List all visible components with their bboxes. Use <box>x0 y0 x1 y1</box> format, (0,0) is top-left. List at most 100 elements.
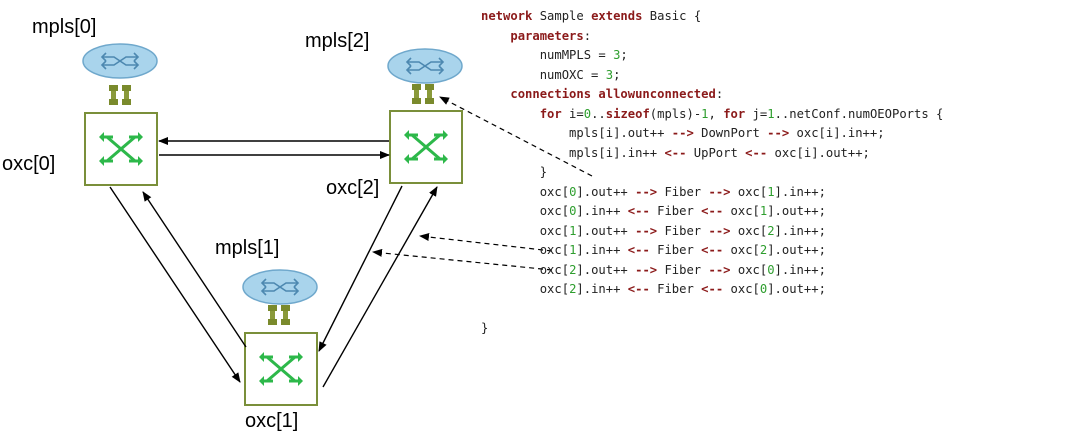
code-line: network Sample extends Basic { <box>481 7 943 27</box>
label-oxc-2: oxc[2] <box>326 177 379 199</box>
code-token: ].in++ <box>576 282 628 296</box>
code-token-num: 0 <box>569 184 577 199</box>
code-token-op: --> <box>708 262 731 277</box>
code-token: Fiber <box>657 223 709 238</box>
code-token <box>481 302 510 316</box>
code-token-op: <-- <box>701 204 724 218</box>
code-token: ; <box>613 67 621 82</box>
code-token: Fiber <box>657 262 709 277</box>
code-token-num: 2 <box>767 223 775 238</box>
code-token-op: --> <box>671 126 694 140</box>
code-token-op: <-- <box>664 145 687 160</box>
node-oxc-1 <box>243 331 319 407</box>
code-token-op: <-- <box>701 243 724 257</box>
code-token-op: <-- <box>745 145 768 160</box>
code-line: for i=0..sizeof(mpls)-1, for j=1..netCon… <box>481 105 944 125</box>
fiber-link-oxc0-to-oxc1 <box>109 186 241 383</box>
code-token: oxc[ <box>730 223 768 238</box>
code-line: oxc[0].out++ --> Fiber --> oxc[1].in++; <box>481 183 943 203</box>
code-token-kw: for <box>723 106 746 121</box>
code-token: : <box>583 28 592 43</box>
code-token-kw: for <box>539 106 562 121</box>
code-token: ].out++ <box>576 223 636 238</box>
code-line: numOXC = 3; <box>481 66 943 86</box>
code-token: Fiber <box>657 184 709 199</box>
code-token-num: 2 <box>759 243 768 257</box>
code-token: mpls[i].out++ <box>481 126 672 140</box>
code-line: connections allowunconnected: <box>481 85 943 105</box>
code-token-num: 1 <box>767 184 775 199</box>
code-token: oxc[ <box>481 184 570 199</box>
code-line: oxc[1].in++ <-- Fiber <-- oxc[2].out++; <box>481 241 943 261</box>
code-line: mpls[i].out++ --> DownPort --> oxc[i].in… <box>481 124 943 144</box>
code-token-num: 1 <box>759 204 768 218</box>
code-token <box>481 107 540 121</box>
code-token: ; <box>620 48 628 62</box>
code-token: numOXC = <box>481 67 606 82</box>
code-token: Sample <box>532 9 592 23</box>
code-token-num: 0 <box>569 204 577 218</box>
code-token <box>481 29 510 43</box>
code-token: (mpls)- <box>649 106 702 121</box>
code-token: oxc[ <box>723 243 760 257</box>
code-token-num: 2 <box>569 262 577 277</box>
node-oxc-2 <box>388 109 464 185</box>
code-token: ].in++; <box>774 262 826 277</box>
node-mpls-0 <box>82 43 158 79</box>
code-token: UpPort <box>686 145 746 160</box>
code-token: i= <box>561 106 584 121</box>
code-token-num: 1 <box>569 243 577 257</box>
code-token: oxc[ <box>481 282 570 296</box>
code-token-kw: connections allowunconnected <box>510 87 716 101</box>
code-token: oxc[ <box>723 204 760 218</box>
code-token: ].out++ <box>576 184 636 199</box>
router-icon <box>387 48 463 84</box>
code-token-op: --> <box>708 223 731 238</box>
code-token: ].in++ <box>576 204 628 218</box>
code-token-op: --> <box>635 223 658 238</box>
code-token: ].in++ <box>576 243 628 257</box>
cross-switch-icon <box>388 109 464 185</box>
code-token-op: <-- <box>627 243 650 257</box>
code-line: oxc[0].in++ <-- Fiber <-- oxc[1].out++; <box>481 202 943 222</box>
port-connector <box>109 85 131 105</box>
code-line: numMPLS = 3; <box>481 46 943 66</box>
code-token: oxc[ <box>481 262 570 277</box>
code-token: Basic { <box>642 9 702 23</box>
code-token: oxc[ <box>481 204 570 218</box>
code-token: : <box>715 87 724 101</box>
fiber-link-oxc2-to-oxc1 <box>318 185 403 352</box>
code-token-op: <-- <box>627 282 650 296</box>
code-token-num: 1 <box>701 106 709 121</box>
code-token-op: --> <box>635 262 658 277</box>
code-token-op: --> <box>708 184 731 199</box>
code-token: DownPort <box>693 126 768 140</box>
fiber-link-oxc1-to-oxc0 <box>142 191 247 348</box>
pointer-code-to-link-oxc1-oxc2 <box>419 233 553 252</box>
pointer-code-to-link-oxc2-oxc1 <box>372 248 553 271</box>
code-line <box>481 300 943 320</box>
label-mpls-1: mpls[1] <box>215 237 279 259</box>
code-token-num: 0 <box>583 106 592 121</box>
code-token-op: <-- <box>627 204 650 218</box>
code-line: oxc[1].out++ --> Fiber --> oxc[2].in++; <box>481 222 943 242</box>
cross-switch-icon <box>243 331 319 407</box>
code-token-num: 0 <box>759 282 768 296</box>
code-token-op: --> <box>635 184 658 199</box>
code-token: } <box>481 165 548 179</box>
code-token: numMPLS = <box>481 48 614 62</box>
code-token: ].out++ <box>576 262 636 277</box>
code-token: mpls[i].in++ <box>481 145 665 160</box>
label-mpls-2: mpls[2] <box>305 30 369 52</box>
code-token <box>481 87 510 101</box>
code-token-num: 3 <box>605 67 614 82</box>
code-token-kw: extends <box>591 9 643 23</box>
label-mpls-0: mpls[0] <box>32 16 96 38</box>
ned-code-listing: network Sample extends Basic { parameter… <box>481 7 943 339</box>
code-token: Fiber <box>649 282 702 296</box>
code-line: mpls[i].in++ <-- UpPort <-- oxc[i].out++… <box>481 144 943 164</box>
code-token-op: --> <box>767 126 790 140</box>
code-token: oxc[ <box>723 282 760 296</box>
router-icon <box>242 269 318 305</box>
